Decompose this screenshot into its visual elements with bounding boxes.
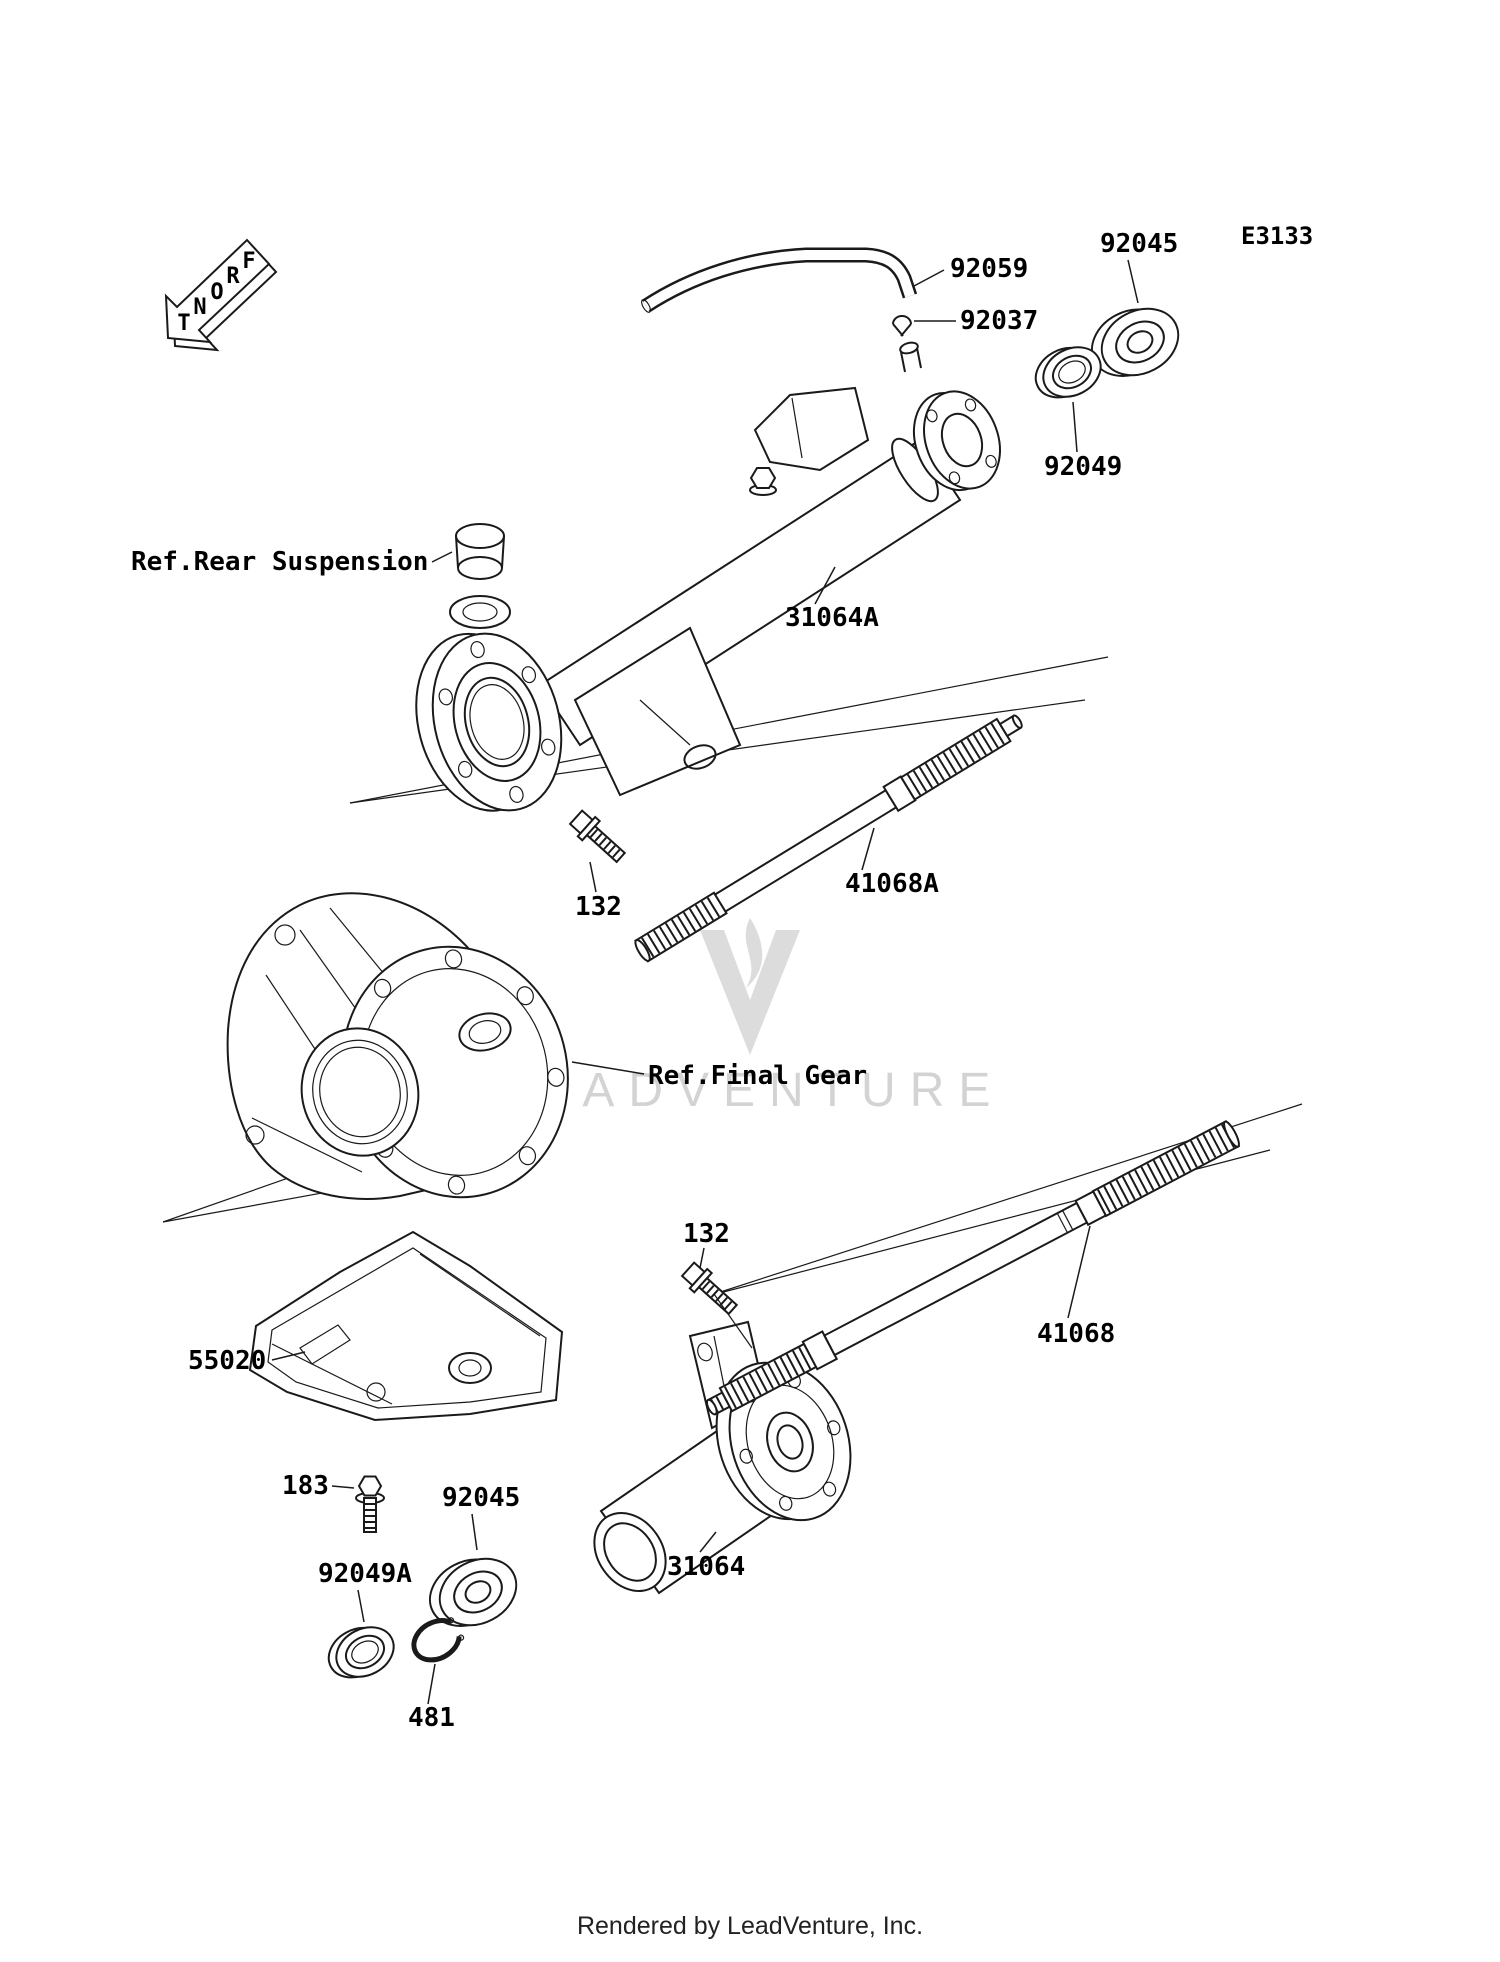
axle-housing-front-drawing (593, 1320, 852, 1595)
snap-ring-drawing (411, 1617, 465, 1663)
watermark-text: LEADVENTURE (496, 1064, 1005, 1117)
part-label-31064a: 31064A (785, 603, 879, 633)
part-label-31064: 31064 (667, 1552, 745, 1582)
axle-shaft-front-drawing (705, 1119, 1241, 1416)
flange-bolt-upper-drawing (567, 808, 629, 867)
part-label-132-upper: 132 (575, 892, 622, 922)
ref-rear-suspension-label: Ref.Rear Suspension (131, 547, 428, 577)
front-letter: O (210, 280, 223, 305)
part-label-92037: 92037 (960, 306, 1038, 336)
part-label-41068a: 41068A (845, 869, 939, 899)
footer-credit: Rendered by LeadVenture, Inc. (577, 1912, 923, 1940)
breather-hose-drawing (641, 247, 918, 313)
part-label-92049a: 92049A (318, 1559, 412, 1589)
part-label-481: 481 (408, 1703, 455, 1733)
front-letter: T (177, 311, 190, 336)
front-letter: N (193, 295, 206, 320)
part-label-55020: 55020 (188, 1346, 266, 1376)
part-labels: 92059 92045 E3133 92037 92049 Ref.Rear S… (131, 222, 1313, 1733)
part-label-92049: 92049 (1044, 452, 1122, 482)
part-label-183: 183 (282, 1471, 329, 1501)
skid-plate-drawing (248, 1230, 564, 1422)
leadventure-flame-icon (745, 918, 763, 988)
part-label-92045-upper: 92045 (1100, 229, 1178, 259)
ref-final-gear-label: Ref.Final Gear (648, 1061, 867, 1091)
leadventure-logo-icon (700, 930, 800, 1055)
oil-seal-lower-drawing (319, 1613, 404, 1691)
hose-clamp-drawing (892, 315, 912, 337)
front-letter: R (226, 264, 240, 289)
front-letter: F (242, 249, 255, 274)
ball-bearing-lower-drawing (417, 1541, 529, 1644)
axle-shaft-rear-drawing (634, 714, 1023, 963)
front-direction-marker: F R O N T (164, 238, 278, 352)
axle-housing-rear-drawing (415, 341, 1001, 812)
skid-plate-bolt-drawing (355, 1475, 385, 1533)
leader-lines (271, 259, 1139, 1705)
suspension-bushing-drawing (455, 523, 505, 580)
part-label-92045-lower: 92045 (442, 1483, 520, 1513)
final-gear-case-drawing (226, 892, 569, 1200)
diagram-code: E3133 (1241, 222, 1313, 250)
part-label-41068: 41068 (1037, 1319, 1115, 1349)
part-label-132-lower: 132 (683, 1219, 730, 1249)
part-label-92059: 92059 (950, 254, 1028, 284)
leadventure-watermark: LEADVENTURE (496, 918, 1005, 1117)
